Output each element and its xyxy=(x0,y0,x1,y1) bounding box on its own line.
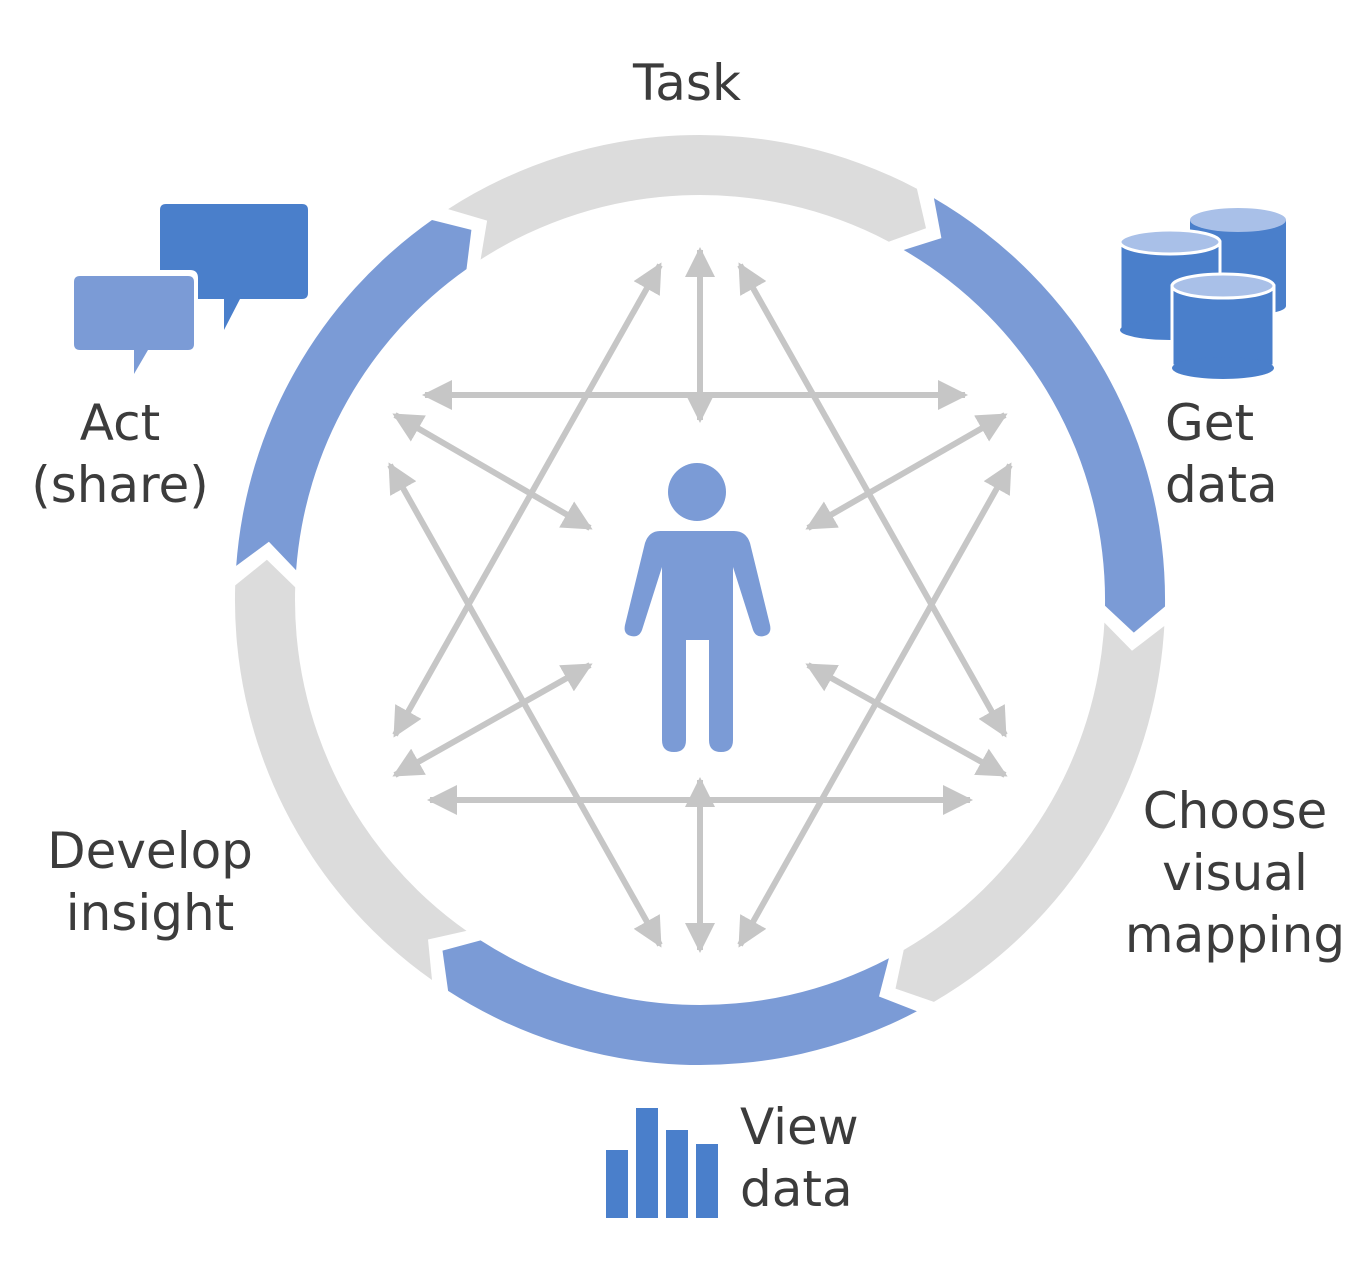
ring-segment-get-data xyxy=(903,198,1166,633)
person-icon xyxy=(624,463,771,752)
speech-bubbles-icon xyxy=(68,204,308,380)
ring-segment-develop-insight xyxy=(234,559,467,980)
star-arrows xyxy=(387,247,1013,953)
develop-insight-line-1: Develop xyxy=(47,822,253,880)
ring-segment-choose-visual-mapping xyxy=(895,622,1165,1002)
arrow-to-center-upper-right xyxy=(805,412,1008,531)
choose-visual-mapping-line-3: mapping xyxy=(1124,906,1346,964)
view-data-label: View data xyxy=(740,1096,859,1220)
get-data-label: Get data xyxy=(1165,392,1278,516)
bar-chart-icon xyxy=(606,1108,718,1218)
choose-visual-mapping-line-1: Choose xyxy=(1142,782,1328,840)
arrow-diagonal-upper-left xyxy=(392,262,663,738)
arrow-to-center-lower-left xyxy=(392,662,593,778)
arrow-to-center-upper-left xyxy=(392,412,593,531)
arrow-diagonal-upper-right xyxy=(737,262,1008,738)
ring-segment-view-data xyxy=(442,940,917,1066)
get-data-line-1: Get xyxy=(1165,394,1255,452)
database-cylinders-icon xyxy=(1118,208,1286,379)
choose-visual-mapping-label: Choose visual mapping xyxy=(1120,780,1350,966)
task-label: Task xyxy=(587,52,787,114)
arrow-to-center-lower-right xyxy=(805,662,1008,778)
ring-segment-task xyxy=(448,134,926,260)
develop-insight-line-2: insight xyxy=(65,884,235,942)
task-label-text: Task xyxy=(633,54,741,112)
view-data-line-1: View xyxy=(740,1098,859,1156)
develop-insight-label: Develop insight xyxy=(30,820,270,944)
get-data-line-2: data xyxy=(1165,456,1278,514)
act-share-line-1: Act xyxy=(79,394,161,452)
choose-visual-mapping-line-2: visual xyxy=(1162,844,1308,902)
view-data-line-2: data xyxy=(740,1160,853,1218)
act-share-line-2: (share) xyxy=(31,456,209,514)
act-share-label: Act (share) xyxy=(20,392,220,516)
